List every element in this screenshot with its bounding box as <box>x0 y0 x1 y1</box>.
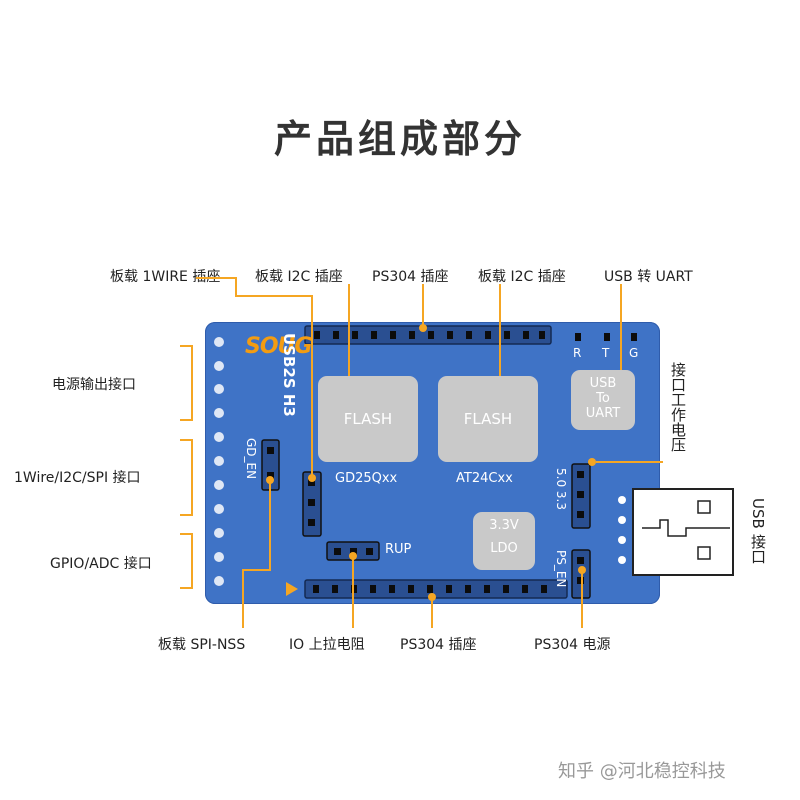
flash-chip-at24-label: FLASH <box>463 410 513 428</box>
label-onboard-i2c-left: 板载 I2C 插座 <box>255 269 343 285</box>
watermark: 知乎 @河北稳控科技 <box>558 761 726 782</box>
brand-logo: SOUG <box>245 334 312 359</box>
flash-chip-at24: FLASH <box>438 376 538 462</box>
pin-r-label: R <box>573 346 582 360</box>
ldo-chip: 3.3V LDO <box>473 512 535 570</box>
label-spi-nss: 板载 SPI-NSS <box>158 637 246 653</box>
board-model: USB2S H3 <box>280 333 298 417</box>
label-ps304-bottom: PS304 插座 <box>400 637 477 653</box>
label-usb-uart: USB 转 UART <box>604 269 693 285</box>
label-interface-voltage: 接口工作电压 <box>669 362 687 452</box>
ldo-voltage: 3.3V <box>489 518 519 533</box>
flash-chip-gd25: FLASH <box>318 376 418 462</box>
usb-uart-line2: To <box>596 391 610 406</box>
ps-en-label: PS_EN <box>554 550 568 588</box>
label-bus-ports: 1Wire/I2C/SPI 接口 <box>14 470 141 486</box>
rup-label: RUP <box>385 542 412 557</box>
usb-plug-icon <box>642 500 730 560</box>
flash-gd25-part: GD25Qxx <box>335 471 398 486</box>
label-ps304-top: PS304 插座 <box>372 269 449 285</box>
ldo-label: LDO <box>490 541 518 556</box>
flash-chip-gd25-label: FLASH <box>343 410 393 428</box>
label-gpio-adc: GPIO/ADC 接口 <box>50 556 152 572</box>
label-usb-port: USB 接口 <box>749 498 767 564</box>
voltage-select-label: 5.0 3.3 <box>554 468 568 510</box>
label-io-pullup: IO 上拉电阻 <box>289 637 365 653</box>
flash-at24-part: AT24Cxx <box>456 471 513 486</box>
label-ps304-power: PS304 电源 <box>534 637 611 653</box>
usb-uart-chip: USB To UART <box>571 370 635 430</box>
usb-plug <box>632 488 734 576</box>
page-title: 产品组成部分 <box>273 117 526 161</box>
label-onboard-i2c-right: 板载 I2C 插座 <box>478 269 566 285</box>
pin-g-label: G <box>629 346 639 360</box>
label-power-out: 电源输出接口 <box>52 377 136 393</box>
label-onboard-1wire: 板载 1WIRE 插座 <box>110 269 221 285</box>
gd-en-label: GD_EN <box>244 438 258 480</box>
usb-uart-line3: UART <box>585 406 621 421</box>
pin-t-label: T <box>602 346 610 360</box>
usb-uart-line1: USB <box>589 376 617 391</box>
